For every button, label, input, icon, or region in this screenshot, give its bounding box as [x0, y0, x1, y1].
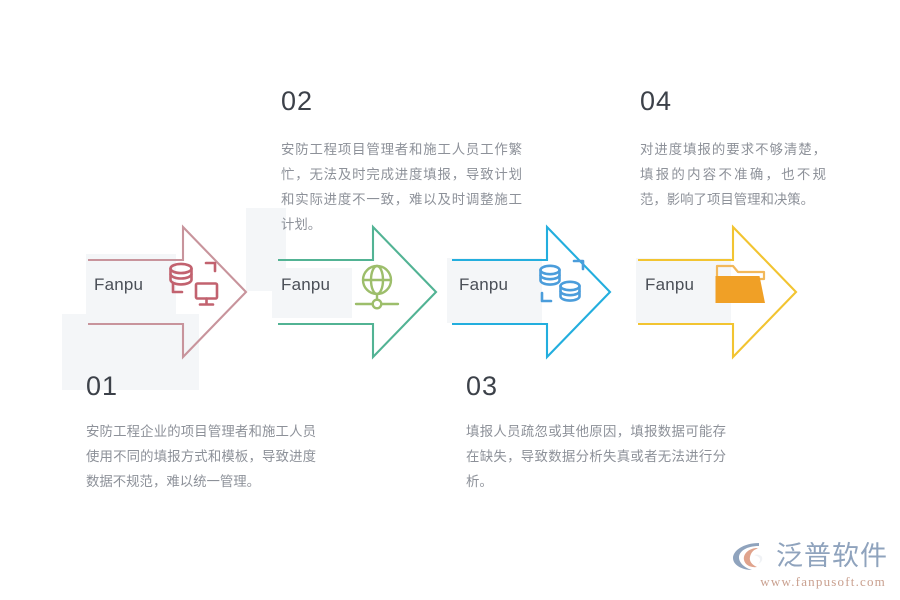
- step-text-03: 填报人员疏忽或其他原因，填报数据可能存在缺失，导致数据分析失真或者无法进行分析。: [466, 425, 726, 490]
- step-number-01: 01: [86, 371, 119, 401]
- 箭头-01: [88, 224, 248, 360]
- 标签面板-02: [272, 268, 352, 318]
- 标签面板-03: [447, 258, 542, 323]
- brand-logo: 泛普软件 www.fanpusoft.com: [732, 541, 888, 590]
- fanpu-label-03: Fanpu: [459, 275, 509, 294]
- 箭头-03: [452, 224, 612, 360]
- step-number-04: 04: [640, 86, 673, 116]
- 箭头-02: [278, 224, 438, 360]
- fanpu-label-04: Fanpu: [645, 275, 695, 294]
- 背景面板-01: [62, 314, 199, 390]
- folder-icon: [714, 260, 772, 312]
- step-text-02: 安防工程项目管理者和施工人员工作繁忙，无法及时完成进度填报，导致计划和实际进度不…: [281, 143, 522, 233]
- fanpu-label-02: Fanpu: [281, 275, 331, 294]
- step-text-04: 对进度填报的要求不够清楚，填报的内容不准确，也不规范，影响了项目管理和决策。: [640, 143, 826, 208]
- brand-url: www.fanpusoft.com: [760, 574, 886, 589]
- fanpu-logo-mark: [733, 543, 763, 570]
- fanpu-label-01: Fanpu: [94, 275, 144, 294]
- globe-network-icon: [352, 262, 402, 314]
- database-monitor-icon: [165, 258, 223, 316]
- 标签面板-01: [86, 254, 176, 316]
- step-number-03: 03: [466, 371, 499, 401]
- step-text-01: 安防工程企业的项目管理者和施工人员使用不同的填报方式和模板，导致进度数据不规范，…: [86, 425, 316, 490]
- logo-row: 泛普软件: [732, 541, 888, 572]
- database-stack-icon: [535, 258, 591, 314]
- step-number-02: 02: [281, 86, 314, 116]
- 标签面板-04: [636, 258, 731, 323]
- 箭头-04: [638, 224, 798, 360]
- brand-name: 泛普软件: [776, 541, 888, 572]
